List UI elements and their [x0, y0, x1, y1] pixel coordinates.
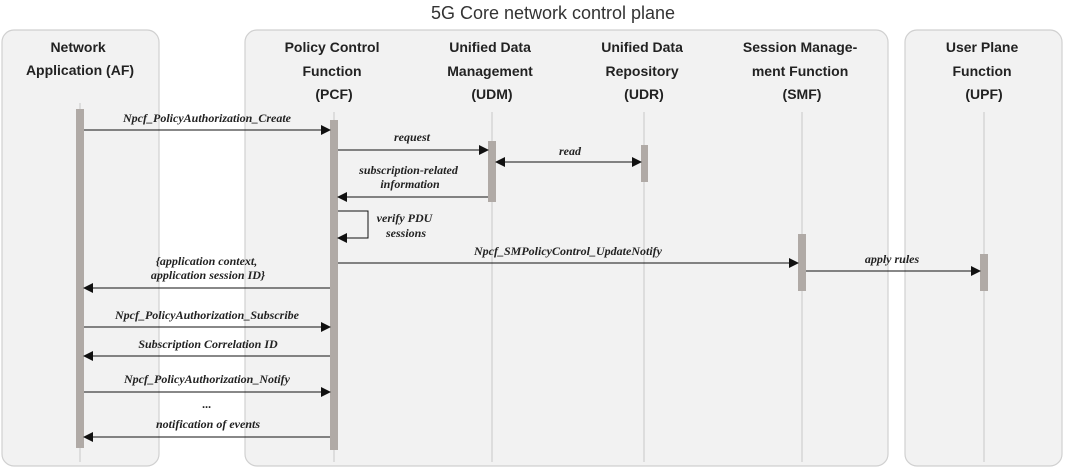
- af-activation: [76, 109, 84, 448]
- msg-read-label: read: [559, 144, 582, 158]
- msg-events-label: notification of events: [156, 417, 260, 431]
- msg-app-context-label: {application context, application sessio…: [151, 254, 266, 282]
- msg-verify-arrow: [337, 210, 369, 243]
- core-panel: [244, 29, 889, 467]
- msg-correlation-id-label: Subscription Correlation ID: [138, 337, 278, 351]
- msg-verify-label: verify PDU sessions: [377, 211, 436, 240]
- smf-activation: [798, 234, 806, 291]
- udr-header: Unified Data Repository (UDR): [601, 39, 687, 102]
- msg-apply-rules-label: apply rules: [865, 252, 920, 266]
- upf-activation: [980, 254, 988, 291]
- udr-activation: [641, 145, 648, 182]
- udm-activation: [488, 141, 496, 202]
- msg-update-notify-label: Npcf_SMPolicyControl_UpdateNotify: [473, 244, 663, 258]
- smf-header: Session Manage- ment Function (SMF): [743, 39, 861, 102]
- udm-header: Unified Data Management (UDM): [447, 39, 536, 102]
- msg-subscribe-label: Npcf_PolicyAuthorization_Subscribe: [114, 308, 300, 322]
- pcf-activation: [330, 120, 338, 450]
- msg-request-label: request: [394, 130, 431, 144]
- diagram-title: 5G Core network control plane: [431, 3, 675, 23]
- pcf-header: Policy Control Function (PCF): [285, 39, 384, 102]
- msg-ellipsis: ...: [203, 397, 212, 411]
- msg-subscription-info-label: subscription-related information: [358, 163, 461, 191]
- msg-notify-label: Npcf_PolicyAuthorization_Notify: [123, 372, 291, 386]
- msg-create-label: Npcf_PolicyAuthorization_Create: [122, 111, 292, 125]
- upf-header: User Plane Function (UPF): [946, 39, 1022, 102]
- af-header: Network Application (AF): [26, 39, 134, 78]
